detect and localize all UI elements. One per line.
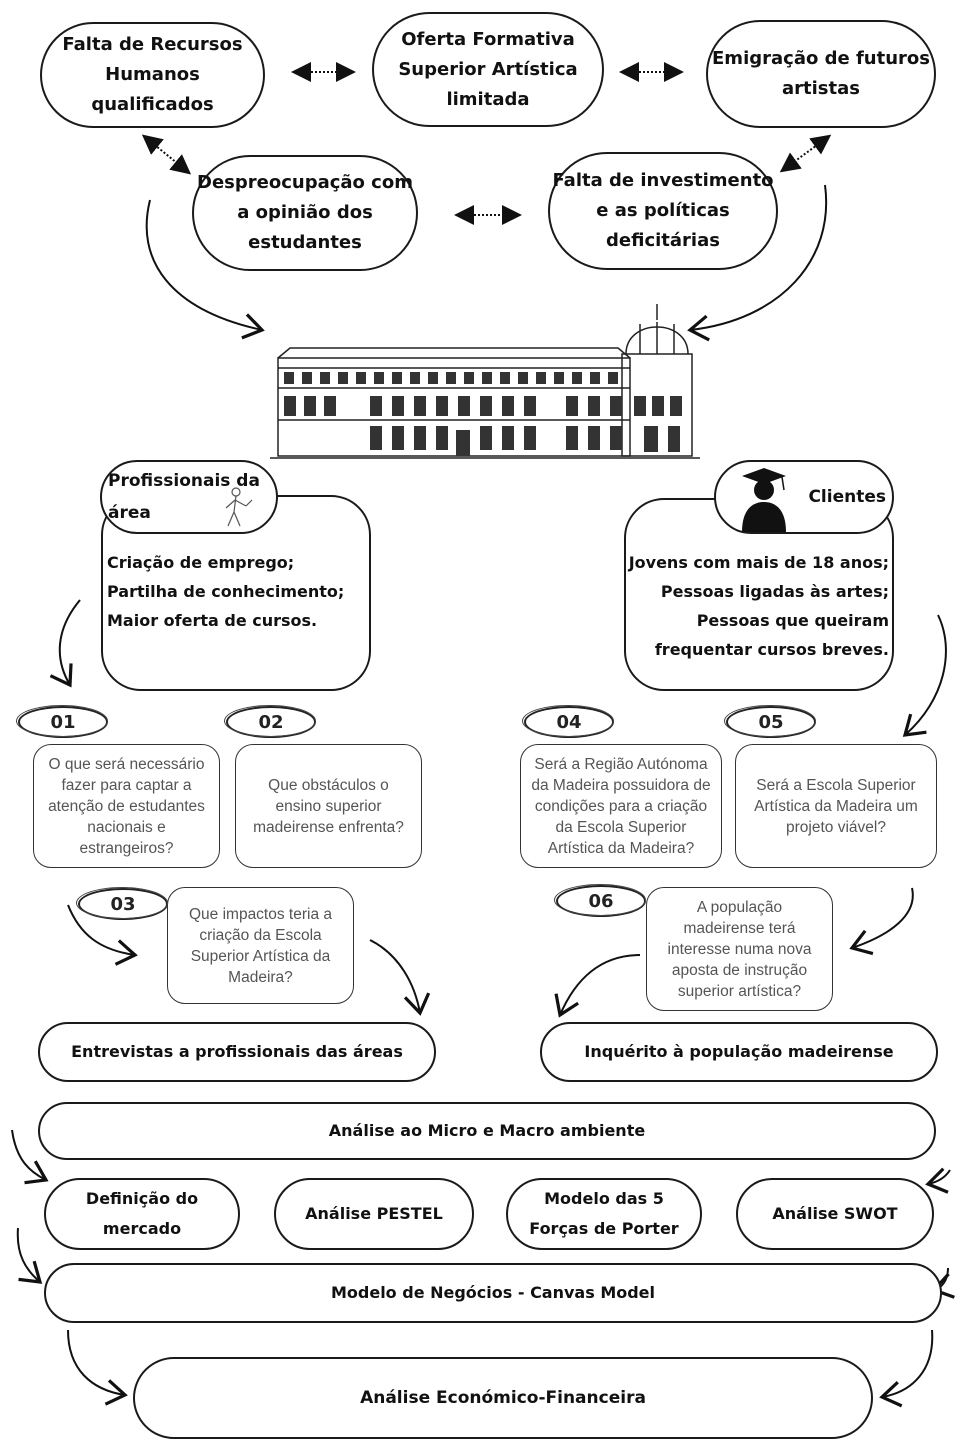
inquerito-box: Inquérito à população madeirense: [540, 1022, 938, 1082]
mercado-box: Definição do mercado: [44, 1178, 240, 1250]
clientes-list: Jovens com mais de 18 anos; Pessoas liga…: [628, 553, 889, 659]
pestel-box: Análise PESTEL: [274, 1178, 474, 1250]
musician-icon: [225, 487, 253, 527]
profissionais-title: Profissionais da área: [100, 460, 278, 534]
entrevistas-box: Entrevistas a profissionais das áreas: [38, 1022, 436, 1082]
question-box-03: Que impactos teria a criação da Escola S…: [167, 887, 354, 1004]
economico-box: Análise Económico-Financeira: [133, 1357, 873, 1439]
question-box-05: Será a Escola Superior Artística da Made…: [735, 744, 937, 868]
question-box-01: O que será necessário fazer para captar …: [33, 744, 220, 868]
question-number-03: 03: [76, 887, 168, 920]
node-oferta-formativa: Oferta Formativa Superior Artística limi…: [372, 12, 604, 127]
micro-macro-box: Análise ao Micro e Macro ambiente: [38, 1102, 936, 1160]
question-box-06: A população madeirense terá interesse nu…: [646, 887, 833, 1011]
question-number-06: 06: [554, 884, 646, 917]
node-falta-recursos: Falta de Recursos Humanos qualificados: [40, 22, 265, 128]
question-number-05: 05: [724, 705, 816, 738]
question-box-04: Será a Região Autónoma da Madeira possui…: [520, 744, 722, 868]
question-number-01: 01: [16, 705, 108, 738]
building-illustration: [270, 304, 700, 459]
canvas-box: Modelo de Negócios - Canvas Model: [44, 1263, 942, 1323]
node-falta-investimento: Falta de investimento e as políticas def…: [548, 152, 778, 270]
question-box-02: Que obstáculos o ensino superior madeire…: [235, 744, 422, 868]
porter-box: Modelo das 5 Forças de Porter: [506, 1178, 702, 1250]
question-number-02: 02: [224, 705, 316, 738]
question-number-04: 04: [522, 705, 614, 738]
swot-box: Análise SWOT: [736, 1178, 934, 1250]
node-despreocupacao: Despreocupação com a opinião dos estudan…: [192, 155, 418, 271]
graduate-icon: [742, 468, 786, 532]
profissionais-list: Criação de emprego; Partilha de conhecim…: [107, 553, 345, 630]
node-emigracao: Emigração de futuros artistas: [706, 20, 936, 128]
